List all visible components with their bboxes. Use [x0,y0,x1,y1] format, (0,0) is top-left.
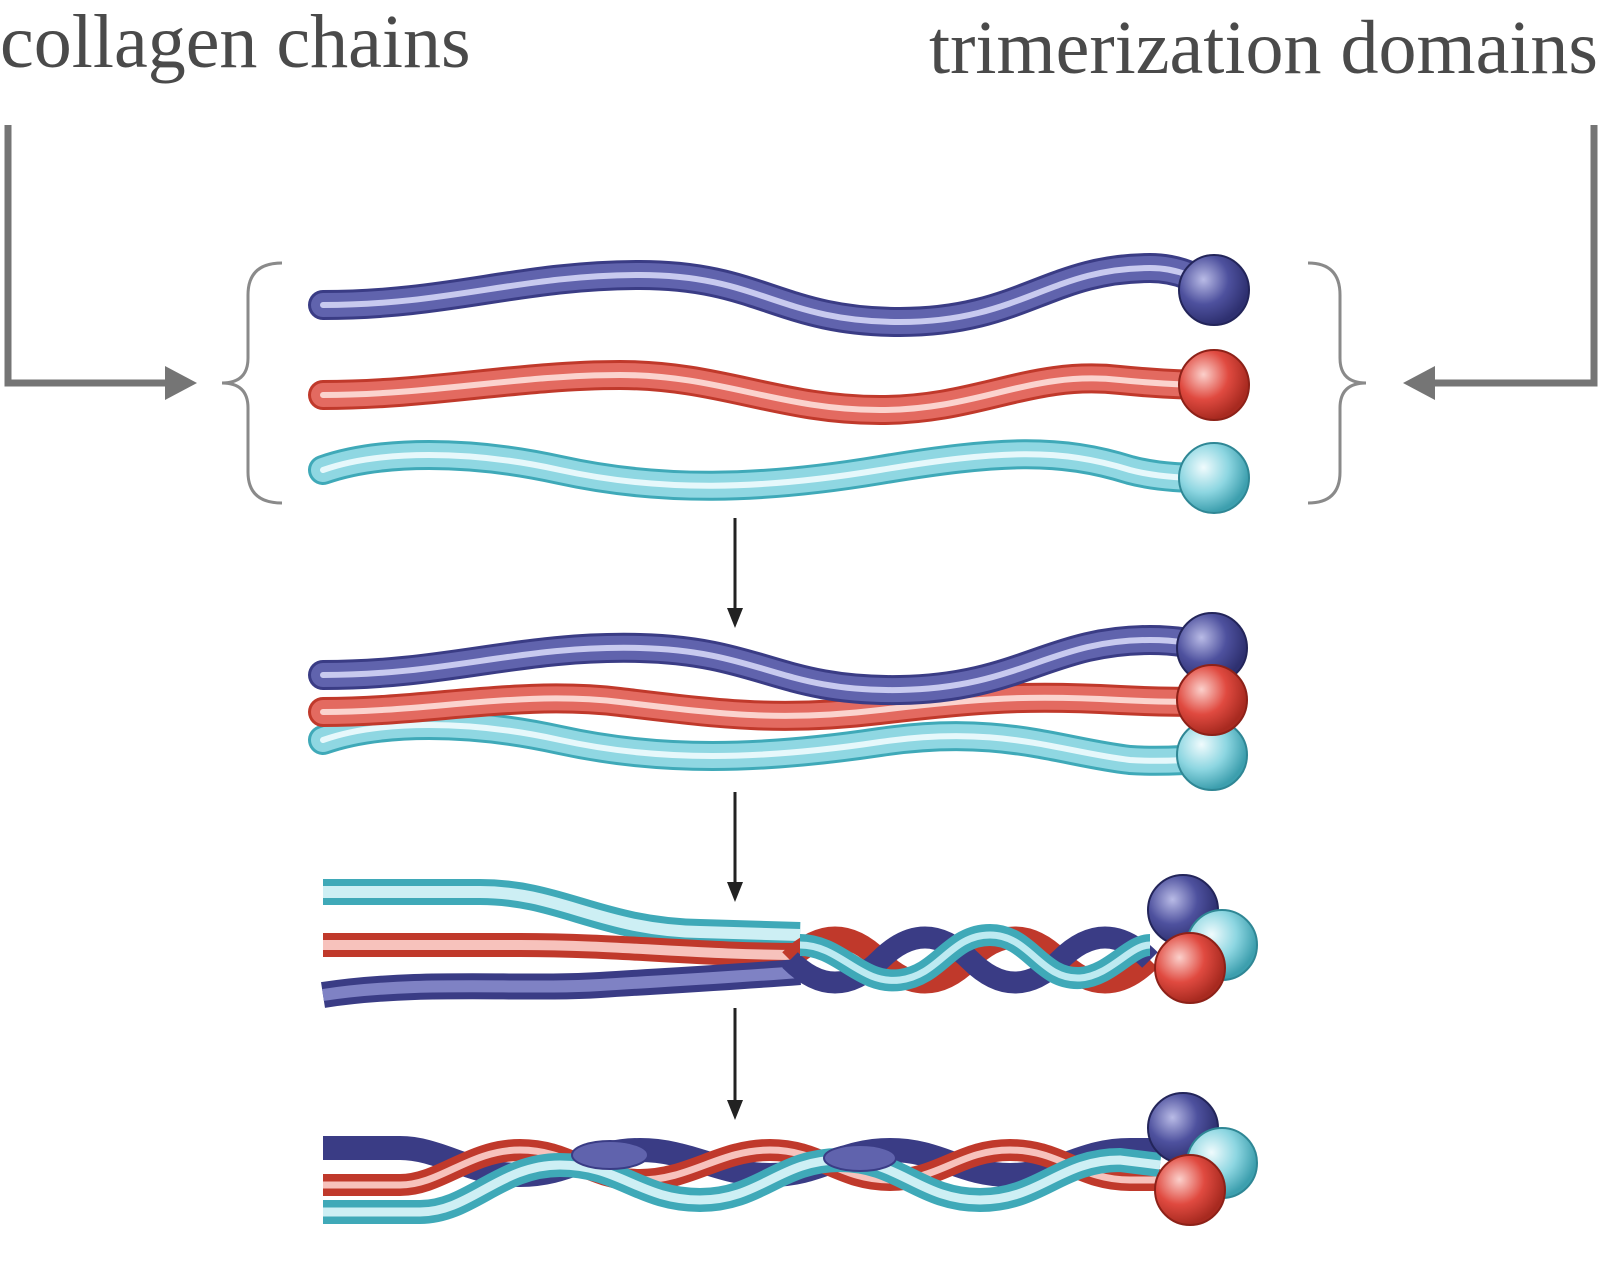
stage-1-separate-chains [308,252,1250,514]
trimerization-domains-label: trimerization domains [928,6,1598,90]
chain-cyan [308,439,1250,514]
chain-navy [308,252,1250,338]
stage-4-triple-helix [323,1092,1258,1226]
trimerization-domain-red [1154,932,1226,1004]
left-connector-arrowhead [165,366,197,400]
step-arrow-1 [727,518,743,628]
chain-red [308,682,1227,731]
chain-red [308,349,1250,426]
chain-cyan [308,710,1227,776]
step-arrow-3 [727,1008,743,1120]
trimerization-domain-red [1176,664,1248,736]
trimerization-domain-cyan [1178,442,1250,514]
trimerization-domain-red [1178,349,1250,421]
right-connector [1403,125,1598,400]
right-brace [1307,261,1367,505]
right-connector-arrowhead [1403,366,1435,400]
stage-3-helix-begins [321,874,1258,1008]
left-connector [4,125,197,400]
collagen-chains-label: collagen chains [0,0,471,84]
trimerization-domain-red [1154,1154,1226,1226]
stage-2-chains-associate [308,612,1248,791]
triple-helix-segment [782,923,1158,994]
trimerization-domain-navy [1178,254,1250,326]
chain-navy [308,624,1227,706]
left-brace [221,261,283,505]
step-arrow-2 [727,792,743,902]
